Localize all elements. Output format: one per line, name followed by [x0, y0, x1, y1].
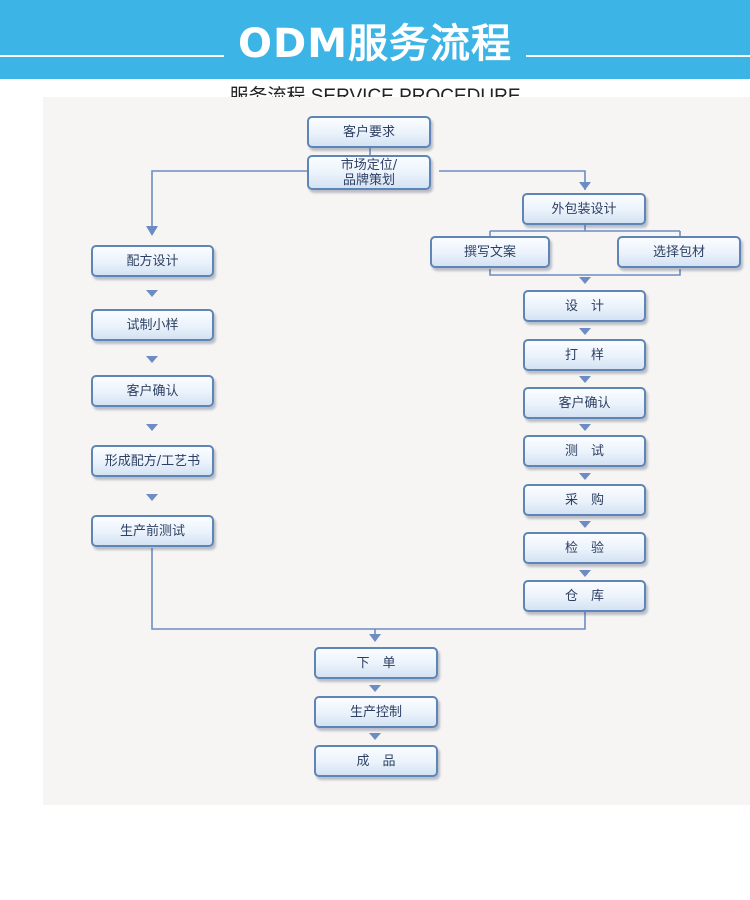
arrow-bottom-2 [369, 685, 381, 692]
node-place-order: 下 单 [314, 647, 438, 679]
node-finished-product: 成 品 [314, 745, 438, 777]
arrow-left-1 [146, 290, 158, 297]
arrow-left-entry [146, 226, 158, 236]
node-market-positioning: 市场定位/ 品牌策划 [307, 155, 431, 190]
banner-divider-right [520, 55, 750, 57]
node-package-design: 外包装设计 [522, 193, 646, 225]
node-preproduction-test: 生产前测试 [91, 515, 214, 547]
node-select-materials: 选择包材 [617, 236, 741, 268]
header-banner: ODM服务流程 [0, 0, 750, 79]
arrow-right-entry [579, 182, 591, 190]
node-design: 设 计 [523, 290, 646, 322]
page-title: ODM服务流程 [223, 21, 526, 67]
arrow-left-3 [146, 424, 158, 431]
arrow-right-5 [579, 473, 591, 480]
arrow-bottom-3 [369, 733, 381, 740]
node-customer-request: 客户要求 [307, 116, 431, 148]
arrow-right-7 [579, 570, 591, 577]
node-formula-design: 配方设计 [91, 245, 214, 277]
node-left-customer-confirm: 客户确认 [91, 375, 214, 407]
arrow-left-2 [146, 356, 158, 363]
node-write-copy: 撰写文案 [430, 236, 550, 268]
node-production-control: 生产控制 [314, 696, 438, 728]
node-trial-sample: 试制小样 [91, 309, 214, 341]
node-testing: 测 试 [523, 435, 646, 467]
arrow-right-1 [579, 277, 591, 284]
node-warehouse: 仓 库 [523, 580, 646, 612]
arrow-bottom-1 [369, 634, 381, 642]
connector-merge-bottom [151, 548, 586, 630]
arrow-right-6 [579, 521, 591, 528]
node-inspection: 检 验 [523, 532, 646, 564]
node-purchasing: 采 购 [523, 484, 646, 516]
connector-branch-merge [489, 269, 681, 276]
arrow-right-4 [579, 424, 591, 431]
connector-top-to-left [151, 170, 307, 234]
banner-divider-left [0, 55, 230, 57]
node-proofing: 打 样 [523, 339, 646, 371]
node-formula-process-doc: 形成配方/工艺书 [91, 445, 214, 477]
arrow-left-4 [146, 494, 158, 501]
arrow-right-2 [579, 328, 591, 335]
connector-top-to-right [439, 170, 586, 190]
arrow-right-3 [579, 376, 591, 383]
connector-package-split [489, 225, 681, 236]
node-right-customer-confirm: 客户确认 [523, 387, 646, 419]
